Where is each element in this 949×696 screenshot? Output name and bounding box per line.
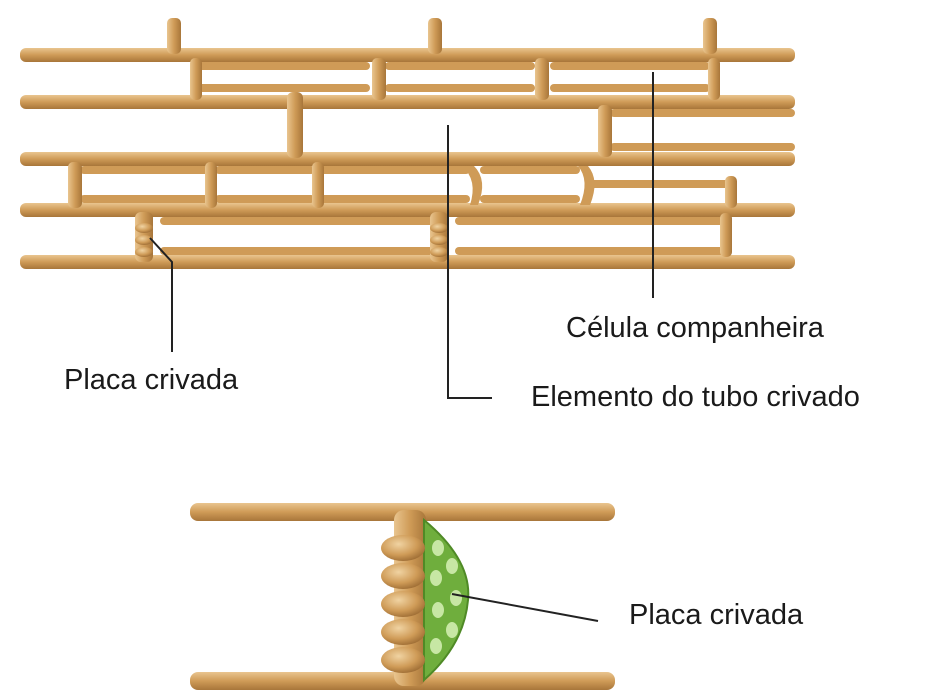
wall-row-2 bbox=[20, 95, 795, 109]
sieve-plate-detail bbox=[190, 503, 615, 690]
sieve-pore bbox=[446, 622, 458, 638]
plate-bead bbox=[430, 247, 448, 257]
inner-wall bbox=[590, 180, 730, 188]
sieve-pore bbox=[450, 590, 462, 606]
end-wall bbox=[708, 58, 720, 100]
inner-wall bbox=[320, 166, 470, 174]
inner-wall bbox=[550, 62, 710, 70]
end-wall bbox=[725, 176, 737, 208]
inner-wall bbox=[455, 247, 725, 255]
wall-row-5 bbox=[20, 255, 795, 269]
sieve-pore bbox=[432, 540, 444, 556]
leader-lines bbox=[149, 72, 654, 399]
end-wall bbox=[287, 92, 303, 158]
sieve-tube-element-label: Elemento do tubo crivado bbox=[531, 381, 860, 413]
inner-wall bbox=[480, 166, 580, 174]
inner-wall bbox=[195, 62, 370, 70]
inner-wall bbox=[385, 62, 535, 70]
inner-wall bbox=[610, 143, 795, 151]
sieve-pore bbox=[430, 638, 442, 654]
inner-wall bbox=[610, 109, 795, 117]
inner-wall bbox=[160, 217, 435, 225]
end-wall bbox=[167, 18, 181, 54]
inner-wall bbox=[80, 166, 210, 174]
inner-wall bbox=[195, 84, 370, 92]
wall-row-1 bbox=[20, 48, 795, 62]
end-wall bbox=[598, 105, 612, 157]
sieve-plate-label-top: Placa crivada bbox=[64, 364, 239, 396]
wall-bead bbox=[381, 535, 425, 561]
inner-wall bbox=[320, 195, 470, 203]
leader-sieve-plate-detail bbox=[451, 593, 599, 622]
leader-sieve-plate-top bbox=[149, 237, 173, 352]
inner-wall bbox=[550, 84, 710, 92]
wall-bead bbox=[381, 563, 425, 589]
end-wall bbox=[68, 162, 82, 208]
plate-bead bbox=[430, 235, 448, 245]
end-wall bbox=[703, 18, 717, 54]
inner-wall bbox=[480, 195, 580, 203]
inner-wall bbox=[160, 247, 435, 255]
end-wall bbox=[205, 162, 217, 208]
wall-row-3 bbox=[20, 152, 795, 166]
wall-bead bbox=[381, 591, 425, 617]
leader-sieve-tube-element bbox=[447, 125, 492, 399]
end-wall bbox=[372, 58, 386, 100]
inner-wall bbox=[215, 166, 315, 174]
end-wall bbox=[190, 58, 202, 100]
plate-bead bbox=[135, 235, 153, 245]
end-wall bbox=[428, 18, 442, 54]
companion-cell-label: Célula companheira bbox=[566, 312, 824, 344]
sieve-pore bbox=[430, 570, 442, 586]
inner-wall bbox=[215, 195, 315, 203]
sieve-pore bbox=[432, 602, 444, 618]
plate-bead bbox=[135, 247, 153, 257]
oblique-end-wall bbox=[462, 166, 483, 205]
phloem-cell-walls bbox=[20, 18, 795, 269]
end-wall bbox=[312, 162, 324, 208]
plate-bead bbox=[135, 223, 153, 233]
oblique-end-wall bbox=[578, 166, 595, 205]
wall-bead bbox=[381, 647, 425, 673]
end-wall bbox=[720, 213, 732, 257]
sieve-pore bbox=[446, 558, 458, 574]
end-wall bbox=[535, 58, 549, 100]
wall-bead bbox=[381, 619, 425, 645]
inner-wall bbox=[385, 84, 535, 92]
inner-wall bbox=[80, 195, 210, 203]
inner-wall bbox=[455, 217, 725, 225]
plate-bead bbox=[430, 223, 448, 233]
sieve-plate-label-detail: Placa crivada bbox=[629, 599, 804, 631]
